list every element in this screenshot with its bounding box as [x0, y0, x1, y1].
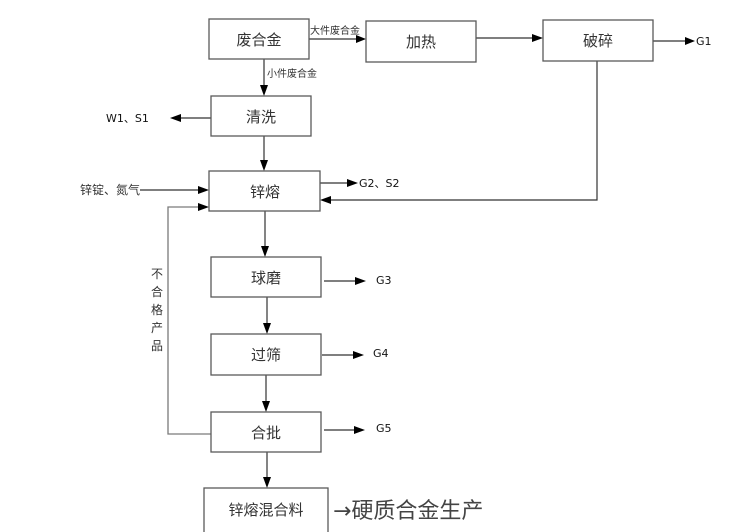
arrowhead — [198, 203, 209, 211]
node-zinc-melt: 锌熔 — [208, 170, 321, 212]
final-destination-label: →硬质合金生产 — [333, 499, 483, 524]
node-heating: 加热 — [365, 20, 477, 63]
emission-g2-s2: G2、S2 — [359, 177, 400, 190]
arrowhead — [263, 323, 271, 334]
vertical-char: 格 — [151, 302, 163, 317]
node-label: 加热 — [406, 33, 436, 51]
arrowhead — [353, 351, 364, 359]
edge-unqualified-feedback — [167, 206, 211, 435]
arrowhead — [262, 401, 270, 412]
node-label: 锌熔 — [250, 183, 280, 201]
arrowhead — [263, 477, 271, 488]
emission-g5: G5 — [376, 422, 392, 435]
vertical-char: 合 — [151, 284, 163, 299]
node-label: 破碎 — [583, 32, 613, 50]
emission-g4: G4 — [373, 347, 389, 360]
node-washing: 清洗 — [210, 95, 312, 137]
vertical-char: 品 — [151, 339, 163, 353]
node-label: 过筛 — [251, 346, 281, 364]
vertical-char: 产 — [151, 321, 163, 335]
node-label: 锌熔混合料 — [228, 501, 303, 519]
emission-w1-s1: W1、S1 — [106, 112, 149, 125]
arrowhead — [320, 196, 331, 204]
arrowhead — [260, 160, 268, 171]
node-ball-mill: 球磨 — [210, 256, 322, 298]
arrowhead — [685, 37, 695, 45]
arrowhead — [261, 246, 269, 257]
emission-g1: G1 — [696, 35, 712, 48]
node-label: 清洗 — [246, 108, 276, 126]
node-label: 合批 — [251, 424, 281, 442]
edge-label-small-scrap: 小件废合金 — [267, 67, 317, 80]
arrowhead — [355, 277, 366, 285]
vertical-char: 不 — [151, 267, 163, 281]
node-sieving: 过筛 — [210, 333, 322, 376]
node-label: 球磨 — [251, 269, 281, 287]
edge-label-large-scrap: 大件废合金 — [310, 24, 360, 37]
node-batching: 合批 — [210, 411, 322, 453]
node-crushing: 破碎 — [542, 19, 654, 62]
arrowhead — [198, 186, 209, 194]
arrowhead — [347, 179, 358, 187]
arrowhead — [354, 426, 365, 434]
arrowhead — [532, 34, 543, 42]
emission-g3: G3 — [376, 274, 392, 287]
arrowhead — [170, 114, 181, 122]
arrowhead — [356, 35, 366, 43]
node-label: 废合金 — [236, 31, 281, 49]
node-scrap-alloy: 废合金 — [208, 18, 310, 60]
edge-crushing-to-zinc-melt — [330, 61, 598, 201]
edge-label-unqualified-product: 不 合 格 产 品 — [151, 267, 163, 353]
node-zinc-melt-mix: 锌熔混合料 — [203, 487, 329, 532]
arrowhead — [260, 85, 268, 96]
input-zinc-ingot-nitrogen: 锌锭、氮气 — [80, 182, 140, 197]
